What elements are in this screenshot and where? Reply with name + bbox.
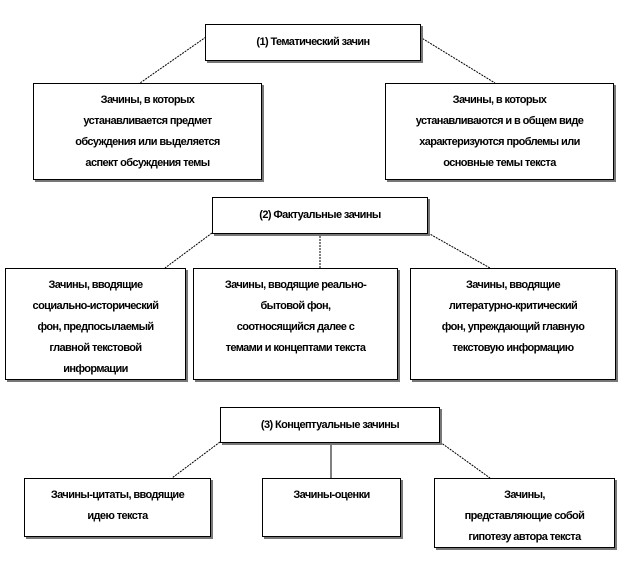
connector-line xyxy=(427,232,491,269)
group-2-child-3: Зачины, вводящие литературно-критический ф… xyxy=(410,268,616,380)
box-text-line: темами и концептами текста xyxy=(225,342,366,354)
box-text-line: Зачины-цитаты, вводящие xyxy=(50,489,185,501)
box-text-line: основные темы текста xyxy=(443,157,556,169)
connector-line xyxy=(171,441,221,479)
group-2-title: (2) Фактуальные зачины xyxy=(212,197,428,234)
box-text-line: главной текстовой xyxy=(49,342,142,354)
box-text-line: Зачины, xyxy=(504,489,545,501)
box-text-line: социально-исторический xyxy=(32,300,159,312)
box-text-line: (3) Концептуальные зачины xyxy=(260,419,400,431)
box-text-line: информации xyxy=(63,363,128,375)
box-text-line: литературно-критический xyxy=(448,300,578,312)
box-text-line: идею текста xyxy=(87,510,148,522)
connector-line xyxy=(139,36,207,84)
box-text-line: Зачины-оценки xyxy=(293,489,370,501)
box-text-line: аспект обсуждения темы xyxy=(85,157,210,169)
box-text-line: фон, предпосылаемый xyxy=(37,321,154,333)
connector-line xyxy=(439,441,491,479)
box-text-line: Зачины, вводящие реально- xyxy=(224,279,367,291)
box-text-line: Зачины, в которых xyxy=(452,94,547,106)
group-2-child-2: Зачины, вводящие реально-бытовой фон, соо… xyxy=(193,268,398,380)
box-text-line: текстовую информацию xyxy=(452,342,574,354)
box-text-line: соотносящийся далее с xyxy=(236,321,355,333)
box-text-line: гипотезу автора текста xyxy=(468,531,581,543)
box-text-line: Зачины, в которых xyxy=(100,94,195,106)
box-text-line: представляющие собой xyxy=(464,510,585,522)
box-text-line: Зачины, вводящие xyxy=(48,279,144,291)
box-text-line: характеризуются проблемы или xyxy=(419,136,580,148)
box-text-line: Зачины, вводящие xyxy=(466,279,561,291)
group-1-child-2: Зачины, в которых устанавливаются и в общ… xyxy=(385,83,614,180)
connector-line xyxy=(164,232,213,269)
box-text-line: (2) Фактуальные зачины xyxy=(259,209,381,221)
group-3-title: (3) Концептуальные зачины xyxy=(220,407,440,443)
box-text-line: (1) Тематический зачин xyxy=(256,36,370,48)
group-1-title: (1) Тематический зачин xyxy=(205,24,421,61)
box-text-line: устанавливается предмет xyxy=(83,115,212,127)
box-text-line: фон, упреждающий главную xyxy=(441,321,585,333)
group-3-child-2: Зачины-оценки xyxy=(262,478,401,537)
box-text-line: обсуждения или выделяется xyxy=(75,136,220,148)
group-2-child-1: Зачины, вводящие социально-исторический фо… xyxy=(5,268,186,380)
connector-line xyxy=(419,36,496,84)
box-text-line: устанавливаются и в общем виде xyxy=(415,115,584,127)
group-3-child-1: Зачины-цитаты, вводящие идею текста xyxy=(24,478,211,537)
box-text-line: бытовой фон, xyxy=(260,300,331,312)
group-1-child-1: Зачины, в которых устанавливается предмет… xyxy=(33,83,262,180)
group-3-child-3: Зачины, представляющие собой гипотезу авто… xyxy=(434,478,615,548)
